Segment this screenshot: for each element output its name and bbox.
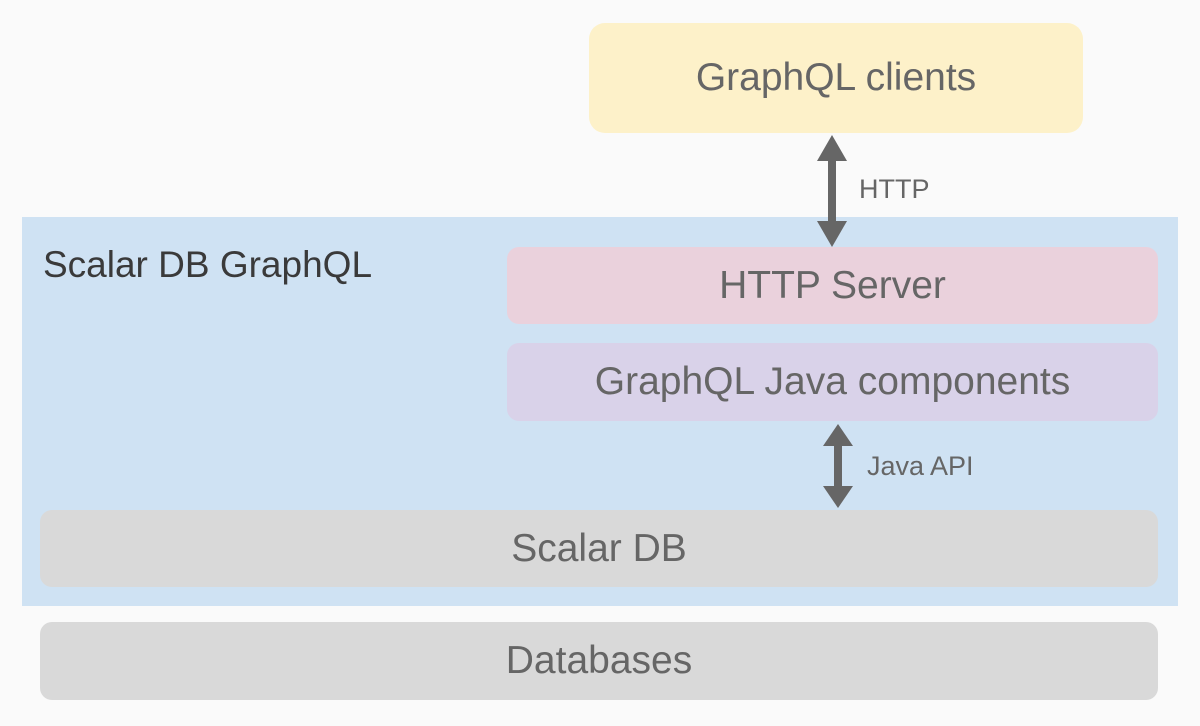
- graphql-java-components-label: GraphQL Java components: [594, 360, 1071, 403]
- http-arrow-shaft: [828, 159, 836, 223]
- graphql-java-components-box: GraphQL Java components: [507, 343, 1158, 421]
- java-api-edge-label: Java API: [867, 451, 974, 481]
- databases-label: Databases: [505, 639, 693, 682]
- http-arrow: [817, 135, 847, 247]
- http-arrow-head-up: [817, 135, 847, 161]
- java-api-arrow-head-up: [823, 424, 853, 446]
- http-server-label: HTTP Server: [719, 263, 946, 307]
- scalar-db-label: Scalar DB: [511, 526, 687, 570]
- java-api-arrow-head-down: [823, 486, 853, 508]
- java-api-arrow-shaft: [834, 444, 842, 488]
- http-server-box: HTTP Server: [507, 247, 1158, 324]
- graphql-clients-box: GraphQL clients: [589, 23, 1083, 133]
- graphql-clients-label: GraphQL clients: [695, 56, 977, 99]
- java-api-arrow: [823, 424, 853, 508]
- http-arrow-head-down: [817, 221, 847, 247]
- databases-box: Databases: [40, 622, 1158, 700]
- scalar-db-box: Scalar DB: [40, 510, 1158, 587]
- http-edge-label: HTTP: [859, 174, 930, 204]
- scalar-db-graphql-label: Scalar DB GraphQL: [43, 244, 373, 285]
